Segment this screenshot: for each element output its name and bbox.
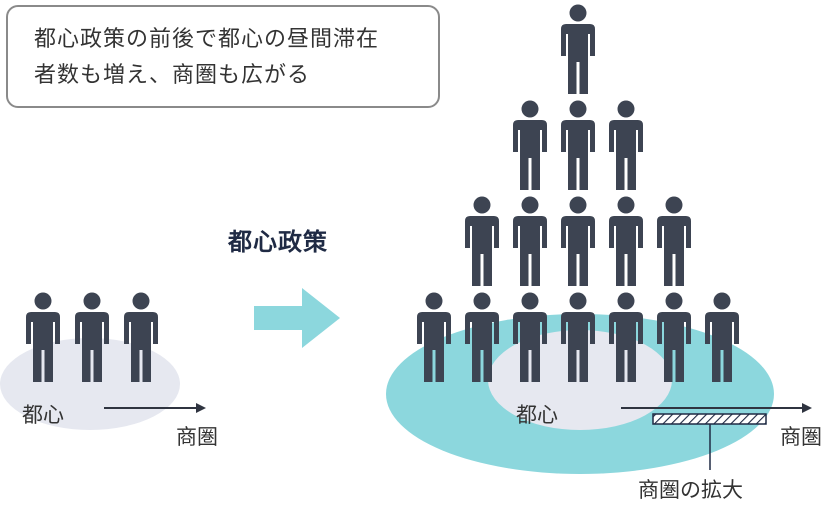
person-icon	[561, 100, 595, 190]
expansion-label: 商圏の拡大	[638, 478, 743, 502]
after-people-group	[417, 4, 739, 382]
person-icon	[609, 196, 643, 286]
before-axis-arrowhead	[196, 403, 206, 413]
after-trade-area-label: 商圏	[780, 425, 822, 449]
summary-callout-box: 都心政策の前後で都心の昼間滞在 者数も増え、商圏も広がる	[6, 5, 440, 108]
person-icon	[513, 100, 547, 190]
summary-callout-text: 都心政策の前後で都心の昼間滞在 者数も増え、商圏も広がる	[34, 22, 434, 94]
right-arrow-icon	[254, 288, 340, 348]
before-trade-area-label: 商圏	[176, 425, 218, 449]
trade-area-expansion-bar	[652, 413, 767, 425]
person-icon	[657, 196, 691, 286]
person-icon	[465, 196, 499, 286]
after-center-label: 都心	[516, 403, 558, 427]
callout-line-2: 者数も増え、商圏も広がる	[34, 63, 311, 88]
person-icon	[561, 196, 595, 286]
person-icon	[561, 4, 595, 94]
callout-line-1: 都心政策の前後で都心の昼間滞在	[34, 27, 380, 52]
before-center-label: 都心	[22, 403, 64, 427]
person-icon	[513, 196, 547, 286]
person-icon	[609, 100, 643, 190]
policy-label: 都心政策	[228, 228, 328, 256]
after-axis-arrowhead	[802, 403, 812, 413]
